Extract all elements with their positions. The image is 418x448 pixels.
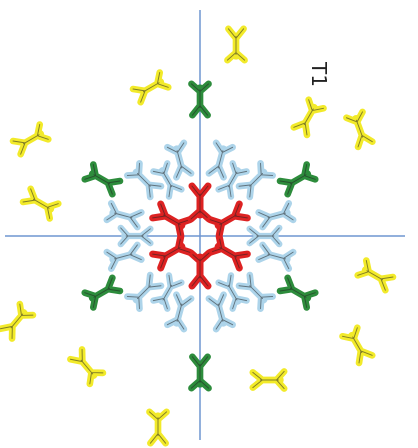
light-blue-jumper — [127, 163, 161, 197]
green-jumper — [280, 165, 316, 195]
light-blue-jumper — [258, 244, 293, 269]
red-jumper — [152, 203, 190, 235]
green-jumper — [85, 165, 121, 195]
yellow-jumper — [293, 100, 323, 136]
yellow-jumper — [0, 304, 33, 339]
light-blue-jumper — [127, 274, 161, 308]
yellow-jumper — [23, 188, 59, 218]
light-blue-jumper — [167, 143, 192, 178]
yellow-jumper — [13, 125, 49, 155]
yellow-jumper — [227, 29, 244, 60]
yellow-jumper — [133, 73, 169, 103]
yellow-jumper — [149, 412, 166, 443]
light-blue-jumper — [208, 294, 233, 329]
light-blue-jumper — [167, 294, 192, 329]
light-blue-jumper — [250, 228, 280, 244]
green-jumper — [280, 277, 316, 307]
yellow-jumper — [70, 349, 103, 384]
formation-label: T1 — [307, 61, 331, 87]
light-blue-jumper — [258, 203, 293, 228]
green-jumper — [191, 84, 208, 115]
red-jumper — [191, 253, 209, 286]
red-jumper — [210, 237, 248, 269]
light-blue-jumper — [107, 203, 142, 228]
yellow-jumper — [343, 328, 373, 364]
yellow-jumper — [358, 261, 394, 291]
red-jumper — [152, 237, 190, 269]
yellow-jumper — [346, 112, 373, 147]
light-blue-jumper — [121, 228, 151, 244]
yellow-jumper — [253, 371, 284, 388]
light-blue-jumper — [208, 143, 233, 178]
light-blue-jumper — [238, 163, 272, 197]
green-jumper — [85, 277, 121, 307]
green-jumper — [191, 357, 208, 388]
light-blue-jumper — [238, 274, 272, 308]
red-jumper — [210, 203, 248, 235]
red-jumper — [191, 186, 209, 219]
light-blue-jumper — [107, 244, 142, 269]
